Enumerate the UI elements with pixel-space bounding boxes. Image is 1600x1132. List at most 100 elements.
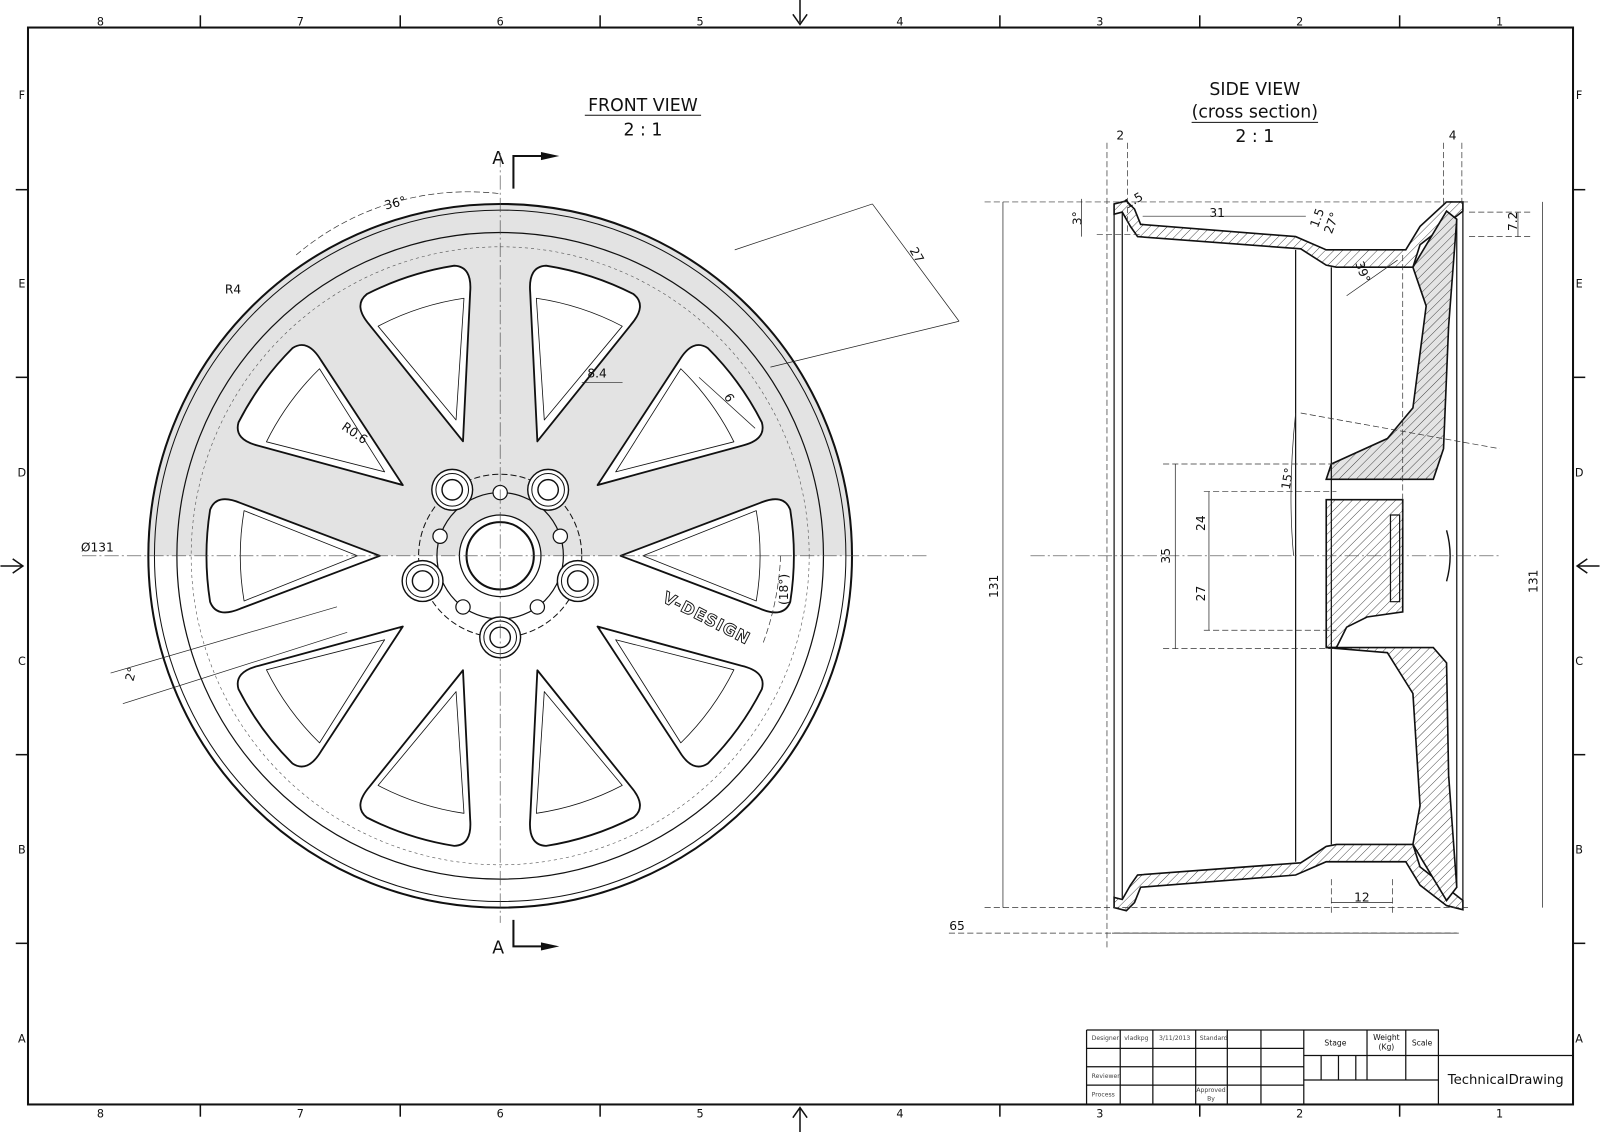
weight-unit: (Kg) [1378, 1042, 1394, 1051]
spoke-window [236, 344, 404, 486]
dim-angle-3: 3° [1070, 211, 1084, 225]
side-view-title: SIDE VIEW [1209, 80, 1300, 100]
weight-hole [529, 599, 546, 615]
spoke-window [529, 669, 641, 847]
dim-angle-39: 39° [1352, 259, 1373, 284]
dim-angle-36: 36° [383, 194, 407, 213]
lug-seat-inner [560, 564, 595, 598]
dim-8-4: 8.4 [587, 366, 607, 380]
dim-31: 31 [1209, 206, 1225, 220]
weight-hole [455, 599, 471, 615]
window-chamfer [615, 639, 735, 744]
lug-hole [566, 570, 589, 592]
dim-angle-15: 15° [1279, 467, 1297, 491]
lug-seat-inner [405, 564, 440, 598]
column-label: 4 [896, 1108, 903, 1121]
column-label: 8 [97, 15, 104, 28]
title-block: Designer vladkpg 3/11/2013 Standard Revi… [1085, 1029, 1574, 1105]
spoke-window [596, 625, 764, 768]
side-view: SIDE VIEW (cross section) 2 : 1 2 4 1.5 … [948, 80, 1543, 949]
window-chamfer [615, 368, 735, 473]
side-view-subtitle: (cross section) [1192, 102, 1318, 122]
scale-label: Scale [1412, 1038, 1433, 1047]
approved-label: Approved [1196, 1087, 1225, 1094]
disc-hub-section [1325, 498, 1404, 649]
row-label: A [1575, 1032, 1583, 1045]
window-chamfer [535, 691, 623, 814]
lug-hole [537, 478, 560, 501]
column-label: 8 [97, 1108, 104, 1121]
date-value: 3/11/2013 [1159, 1035, 1190, 1042]
front-view: FRONT VIEW 2 : 1 A A 36° R4 27 8.4 6 R0.… [81, 96, 960, 959]
column-label: 1 [1496, 1108, 1503, 1121]
dim-7-2: 7.2 [1506, 212, 1520, 231]
drawing-name: TechnicalDrawing [1447, 1073, 1564, 1088]
column-label: 2 [1296, 15, 1303, 28]
dim-27: 27 [907, 245, 927, 265]
row-label: D [18, 466, 27, 479]
dim-12: 12 [1354, 891, 1370, 905]
spoke-window [359, 669, 472, 847]
dim-r4: R4 [225, 283, 241, 297]
center-arrow-left-icon [0, 558, 25, 574]
reviewer-label: Reviewer [1092, 1073, 1121, 1080]
column-labels-bottom: 8 7 6 5 4 3 2 1 [97, 1108, 1503, 1121]
window-chamfer [266, 368, 386, 473]
stage-label: Stage [1324, 1038, 1346, 1047]
center-arrow-bottom-icon [792, 1106, 808, 1132]
dim-2: 2 [1116, 129, 1124, 143]
dim-1-5-well: 1.5 [1307, 206, 1327, 229]
row-label: C [18, 655, 26, 668]
dim-angle-27: 27° [1321, 210, 1342, 235]
spoke-window [529, 264, 641, 443]
center-arrow-top-icon [792, 0, 808, 26]
weight-hole [552, 528, 569, 545]
dim-diameter-131: Ø131 [81, 541, 114, 555]
designer-label: Designer [1092, 1035, 1120, 1042]
lug-seat-inner [531, 472, 565, 507]
center-arrow-right-icon [1575, 558, 1600, 574]
column-label: 3 [1096, 1108, 1103, 1121]
dim-angle-18: (18°) [777, 574, 791, 605]
column-label: 5 [696, 15, 703, 28]
dim-4: 4 [1449, 129, 1457, 143]
dim-27: 27 [1194, 586, 1208, 602]
column-label: 2 [1296, 1108, 1303, 1121]
rim-section-top [1113, 200, 1464, 269]
dim-65: 65 [949, 919, 965, 933]
column-label: 7 [297, 15, 304, 28]
section-marker-top: A [492, 149, 504, 169]
row-label: E [1576, 278, 1583, 291]
row-labels-right: F E D C B A [1575, 89, 1584, 1045]
weight-label: Weight [1373, 1033, 1400, 1042]
column-label: 3 [1096, 15, 1103, 28]
row-label: F [1576, 89, 1582, 102]
column-label: 7 [297, 1108, 304, 1121]
row-labels-left: F E D C B A [18, 89, 27, 1045]
front-view-title: FRONT VIEW [588, 96, 698, 116]
side-view-scale: 2 : 1 [1235, 127, 1274, 147]
row-label: B [18, 844, 26, 857]
column-label: 6 [497, 1108, 504, 1121]
dim-131-right: 131 [1526, 570, 1540, 593]
column-labels-top: 8 7 6 5 4 3 2 1 [97, 15, 1503, 28]
window-chamfer [535, 297, 623, 421]
section-marker-bottom: A [492, 939, 504, 959]
column-label: 4 [896, 15, 903, 28]
dim-35: 35 [1159, 548, 1173, 564]
spoke-window [236, 625, 404, 768]
lug-hole [441, 478, 464, 501]
standard-label: Standard [1200, 1035, 1228, 1042]
front-view-scale: 2 : 1 [623, 121, 662, 141]
window-chamfer [266, 639, 386, 744]
spoke-window [359, 264, 472, 443]
row-label: F [19, 89, 25, 102]
column-label: 1 [1496, 15, 1503, 28]
window-chamfer [377, 297, 465, 421]
process-label: Process [1092, 1091, 1115, 1098]
approved-by-label: By [1207, 1095, 1215, 1102]
lug-seat-inner [435, 472, 470, 507]
window-chamfer [377, 691, 465, 814]
